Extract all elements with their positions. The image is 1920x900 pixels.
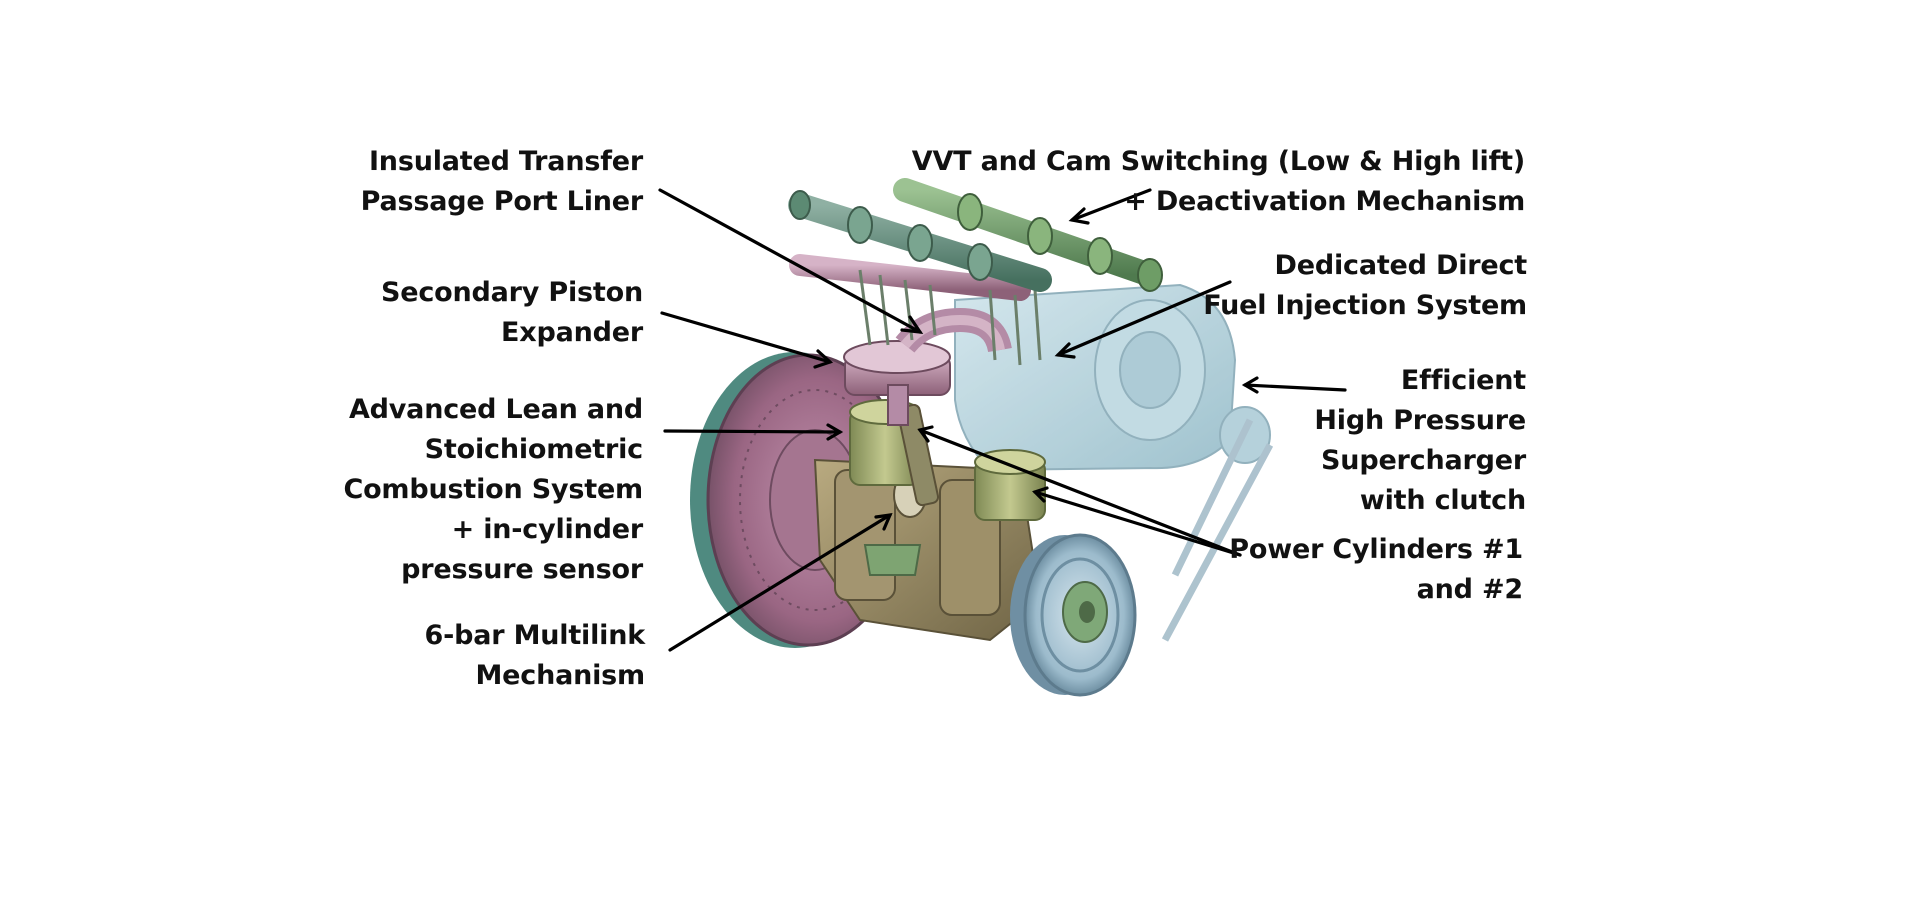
label-supercharger-line4: with clutch xyxy=(1359,485,1526,516)
label-advanced-lean-line5: pressure sensor xyxy=(401,554,643,585)
label-vvt: VVT and Cam Switching (Low & High lift) … xyxy=(912,142,1525,222)
label-supercharger: Efficient High Pressure Supercharger wit… xyxy=(1314,361,1526,521)
label-multilink: 6-bar Multilink Mechanism xyxy=(424,616,646,696)
label-insulated-transfer: Insulated Transfer Passage Port Liner xyxy=(360,142,644,222)
front-pulley xyxy=(1010,533,1137,697)
label-secondary-piston-line2: Expander xyxy=(501,317,643,348)
label-direct-injection-line1: Dedicated Direct xyxy=(1274,250,1528,281)
label-power-cylinders-line1: Power Cylinders #1 xyxy=(1229,534,1523,565)
label-vvt-line1: VVT and Cam Switching (Low & High lift) xyxy=(911,146,1525,177)
label-advanced-lean-line2: Stoichiometric xyxy=(424,434,644,465)
label-multilink-line1: 6-bar Multilink xyxy=(424,620,646,651)
label-direct-injection-line2: Fuel Injection System xyxy=(1203,290,1527,321)
label-secondary-piston: Secondary Piston Expander xyxy=(381,273,643,353)
label-multilink-line2: Mechanism xyxy=(475,660,645,691)
label-advanced-lean-line1: Advanced Lean and xyxy=(348,394,643,425)
label-supercharger-line2: High Pressure xyxy=(1314,405,1526,436)
label-advanced-lean: Advanced Lean and Stoichiometric Combust… xyxy=(343,390,643,590)
label-power-cylinders-line2: and #2 xyxy=(1416,574,1524,605)
label-secondary-piston-line1: Secondary Piston xyxy=(381,277,643,308)
secondary-piston-expander xyxy=(843,340,951,426)
label-power-cylinders: Power Cylinders #1 and #2 xyxy=(1229,530,1523,610)
label-supercharger-line3: Supercharger xyxy=(1321,445,1526,476)
label-insulated-transfer-line1: Insulated Transfer xyxy=(368,146,643,177)
label-supercharger-line1: Efficient xyxy=(1400,365,1526,396)
leader-lines xyxy=(658,188,1347,652)
supercharger-body xyxy=(954,283,1274,642)
label-advanced-lean-line4: + in-cylinder xyxy=(451,514,644,545)
label-advanced-lean-line3: Combustion System xyxy=(343,474,643,505)
camshafts xyxy=(788,178,1163,292)
label-direct-injection: Dedicated Direct Fuel Injection System xyxy=(1203,246,1527,326)
label-insulated-transfer-line2: Passage Port Liner xyxy=(360,186,644,217)
label-vvt-line2: + Deactivation Mechanism xyxy=(1124,186,1525,217)
